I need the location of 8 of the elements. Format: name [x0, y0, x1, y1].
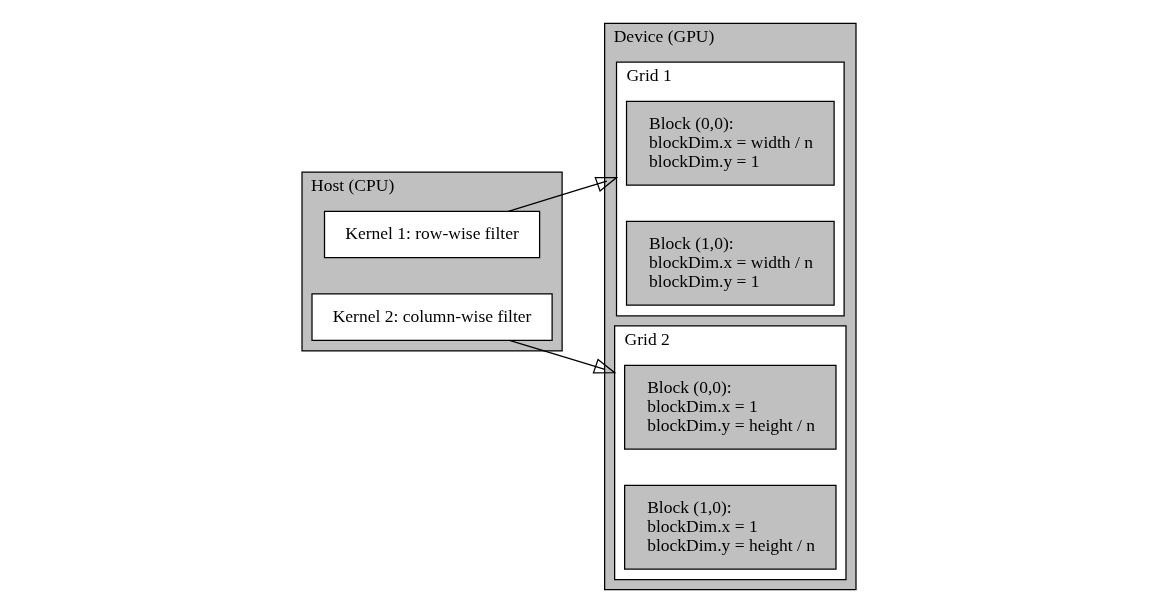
arrow [507, 176, 618, 213]
node-box: Block (1,0): blockDim.x = 1 blockDim.y = height / n [623, 484, 837, 570]
node-box: Block (0,0): blockDim.x = width / n blockDim.y = 1 [625, 100, 835, 186]
node-box: Kernel 2: column-wise filter [310, 293, 553, 341]
node-box: Block (1,0): blockDim.x = width / n blockDim.y = 1 [625, 220, 835, 306]
node-box: Kernel 1: row-wise filter [323, 210, 540, 259]
node-box: Block (0,0): blockDim.x = 1 blockDim.y = height / n [623, 364, 837, 450]
arrow [508, 339, 616, 374]
